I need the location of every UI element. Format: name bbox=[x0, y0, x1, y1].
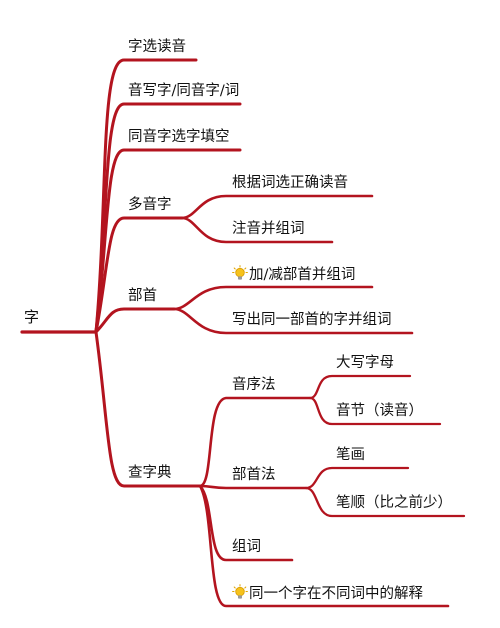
branch-line-b4-c2 bbox=[180, 216, 334, 244]
node-b6: 查字典 bbox=[128, 465, 172, 481]
branch-line-yinxu-c1 bbox=[308, 374, 412, 400]
branch-line-b5-c1 bbox=[172, 285, 374, 311]
node-b2: 音写字/同音字/词 bbox=[128, 83, 240, 99]
node-b6-c1: 音序法 bbox=[232, 377, 276, 393]
node-b5-c1-text: 加/减部首并组词 bbox=[249, 267, 356, 283]
lightbulb-icon bbox=[232, 584, 248, 599]
node-yinxu-c1: 大写字母 bbox=[336, 355, 394, 371]
branch-line-b5-c2 bbox=[172, 307, 414, 335]
node-b6-c4-text: 同一个字在不同词中的解释 bbox=[249, 586, 423, 602]
node-b4-c2: 注音并组词 bbox=[232, 221, 305, 237]
branch-line-yinxu-c2 bbox=[308, 396, 442, 426]
branch-line-b4 bbox=[94, 216, 184, 334]
lightbulb-icon bbox=[232, 265, 248, 280]
node-b1: 字选读音 bbox=[128, 39, 186, 55]
branch-line-b6-c1 bbox=[198, 396, 312, 488]
branch-line-b5 bbox=[94, 307, 176, 334]
node-bushou-c2: 笔顺（比之前少） bbox=[336, 495, 452, 511]
node-b5: 部首 bbox=[128, 288, 157, 304]
node-b6-c3: 组词 bbox=[232, 539, 261, 555]
node-b6-c2: 部首法 bbox=[232, 467, 276, 483]
node-yinxu-c2: 音节（读音） bbox=[336, 403, 423, 419]
branch-line-b6-c2 bbox=[198, 484, 308, 490]
root-node: 字 bbox=[24, 308, 40, 326]
branch-line-bushou-c1 bbox=[304, 466, 410, 490]
branch-line-b4-c1 bbox=[180, 194, 374, 220]
node-b6-c4: 同一个字在不同词中的解释 bbox=[232, 584, 423, 603]
node-b5-c2: 写出同一部首的字并组词 bbox=[232, 312, 392, 328]
node-b3: 同音字选字填空 bbox=[128, 129, 230, 145]
node-b4: 多音字 bbox=[128, 197, 172, 213]
node-bushou-c1: 笔画 bbox=[336, 447, 365, 463]
node-b4-c1: 根据词选正确读音 bbox=[232, 175, 348, 191]
branch-line-b6-c4 bbox=[198, 484, 450, 608]
branch-line-b6 bbox=[94, 330, 202, 488]
branch-line-bushou-c2 bbox=[304, 486, 466, 518]
branch-line-b3 bbox=[94, 148, 242, 334]
node-b5-c1: 加/减部首并组词 bbox=[232, 265, 355, 284]
